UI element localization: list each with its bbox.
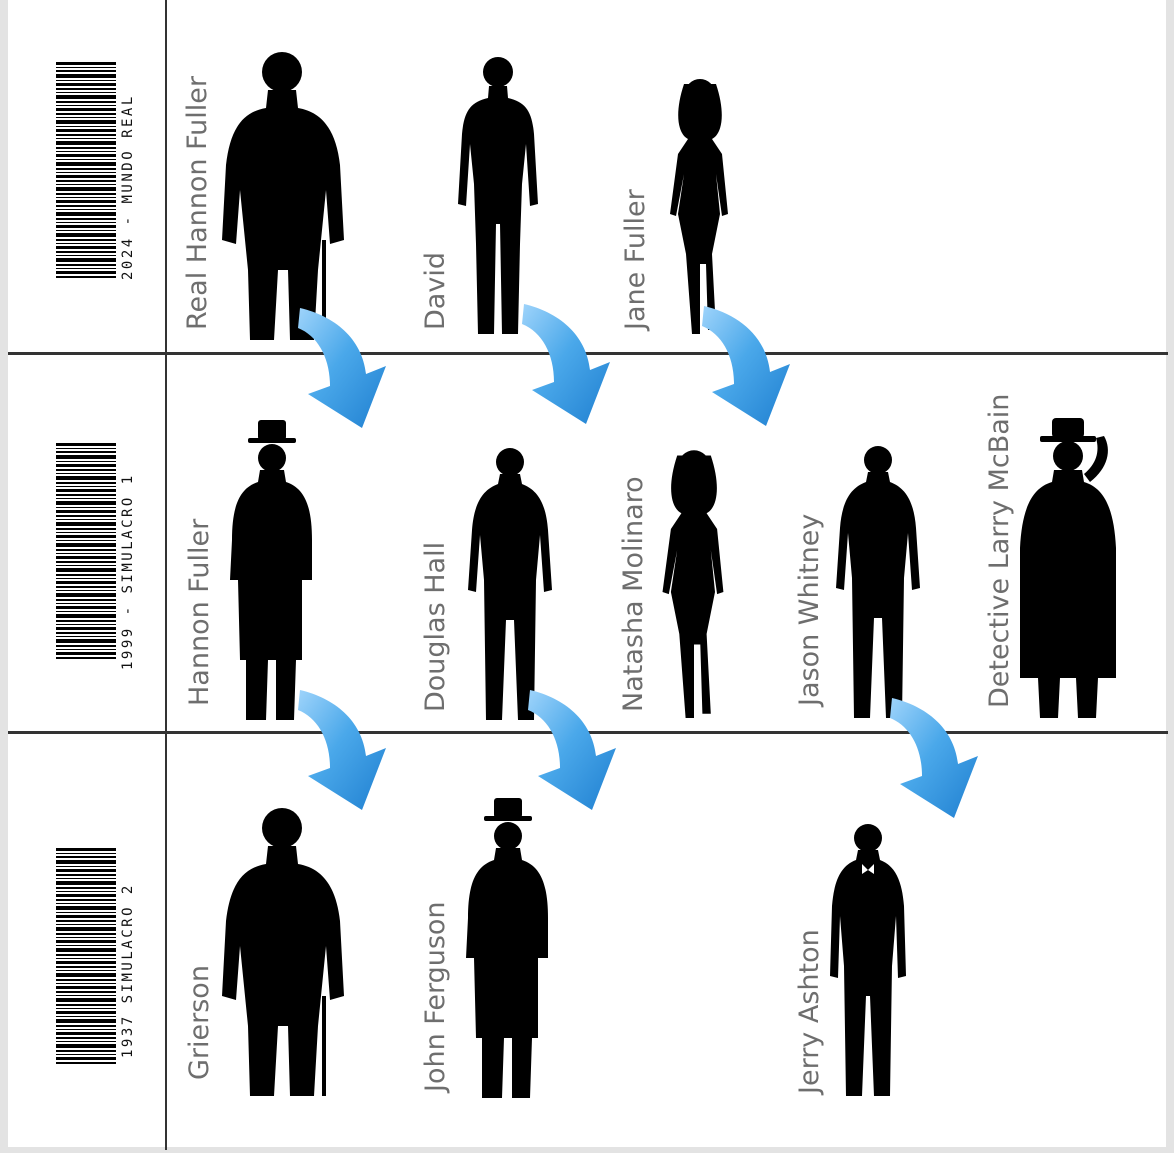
barcode-icon xyxy=(56,62,116,278)
person-silhouette-icon xyxy=(670,79,728,334)
level-label-simulation-2: 1937 SIMULACRO 2 xyxy=(120,883,136,1058)
person-name: John Ferguson xyxy=(420,901,451,1092)
level-label-simulation-1: 1999 - SIMULACRO 1 xyxy=(120,473,136,670)
curved-arrow-icon xyxy=(528,690,616,810)
barcode-icon xyxy=(56,443,116,659)
person-silhouette-icon xyxy=(663,450,724,718)
person-name: Real Hannon Fuller xyxy=(182,76,213,330)
curved-arrow-icon xyxy=(298,690,386,810)
level-label-real-world: 2024 - MUNDO REAL xyxy=(120,94,136,280)
person-name: Grierson xyxy=(184,965,215,1080)
curved-arrow-icon xyxy=(298,308,386,428)
curved-arrow-icon xyxy=(702,306,790,426)
person-silhouette-icon xyxy=(836,446,920,718)
person-name: Douglas Hall xyxy=(420,542,451,712)
person-name: Hannon Fuller xyxy=(184,519,215,706)
person-name: David xyxy=(420,252,451,330)
barcode-icon xyxy=(56,848,116,1064)
person-silhouette-icon xyxy=(222,52,344,340)
person-name: Jane Fuller xyxy=(620,189,651,330)
person-name: Jerry Ashton xyxy=(794,929,825,1094)
curved-arrow-icon xyxy=(890,698,978,818)
curved-arrow-icon xyxy=(522,304,610,424)
person-silhouette-icon xyxy=(458,57,538,334)
person-silhouette-icon xyxy=(466,798,548,1098)
person-silhouette-icon xyxy=(230,420,312,720)
person-silhouette-icon xyxy=(1020,418,1116,718)
person-silhouette-icon xyxy=(468,448,552,720)
person-name: Jason Whitney xyxy=(794,514,825,706)
person-silhouette-icon xyxy=(830,824,906,1096)
person-name: Natasha Molinaro xyxy=(618,476,649,712)
person-silhouette-icon xyxy=(222,808,344,1096)
person-name: Detective Larry McBain xyxy=(984,394,1015,708)
